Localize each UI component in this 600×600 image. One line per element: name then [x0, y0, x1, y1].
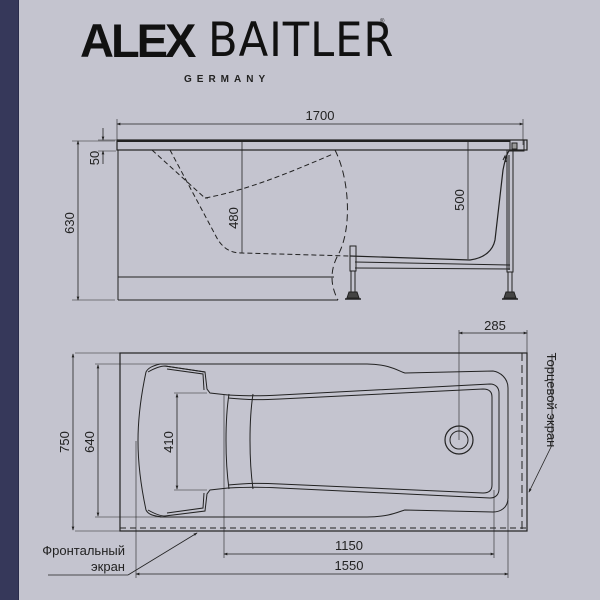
- dim-headrest-410: 410: [161, 431, 176, 453]
- dim-drain-285: 285: [484, 318, 506, 333]
- dim-height-630: 630: [62, 212, 77, 234]
- side-stripe: [0, 0, 18, 600]
- dim-depth-480: 480: [226, 207, 241, 229]
- dim-width-640: 640: [82, 431, 97, 453]
- front-panel-label-line2: экран: [91, 559, 125, 574]
- side-stripe-edge: [18, 0, 19, 600]
- brand-name-light: BAITLER: [208, 13, 395, 68]
- front-panel-label-line1: Фронтальный: [42, 543, 125, 558]
- brand-name-bold: ALEX: [80, 14, 196, 67]
- dim-width-750: 750: [57, 431, 72, 453]
- dim-depth-500: 500: [452, 189, 467, 211]
- dim-length-1150: 1150: [335, 538, 363, 553]
- dim-length-1700: 1700: [306, 108, 335, 123]
- brand-subtitle: GERMANY: [184, 74, 271, 85]
- top-view: [48, 330, 553, 578]
- dim-rim-50: 50: [87, 151, 102, 165]
- dim-length-1550: 1550: [335, 558, 364, 573]
- end-panel-label: Торцевой экран: [544, 353, 559, 448]
- side-view: [72, 119, 528, 301]
- registered-mark: ®: [380, 19, 385, 25]
- brand-logo: ALEX BAITLER ® GERMANY: [0, 0, 600, 100]
